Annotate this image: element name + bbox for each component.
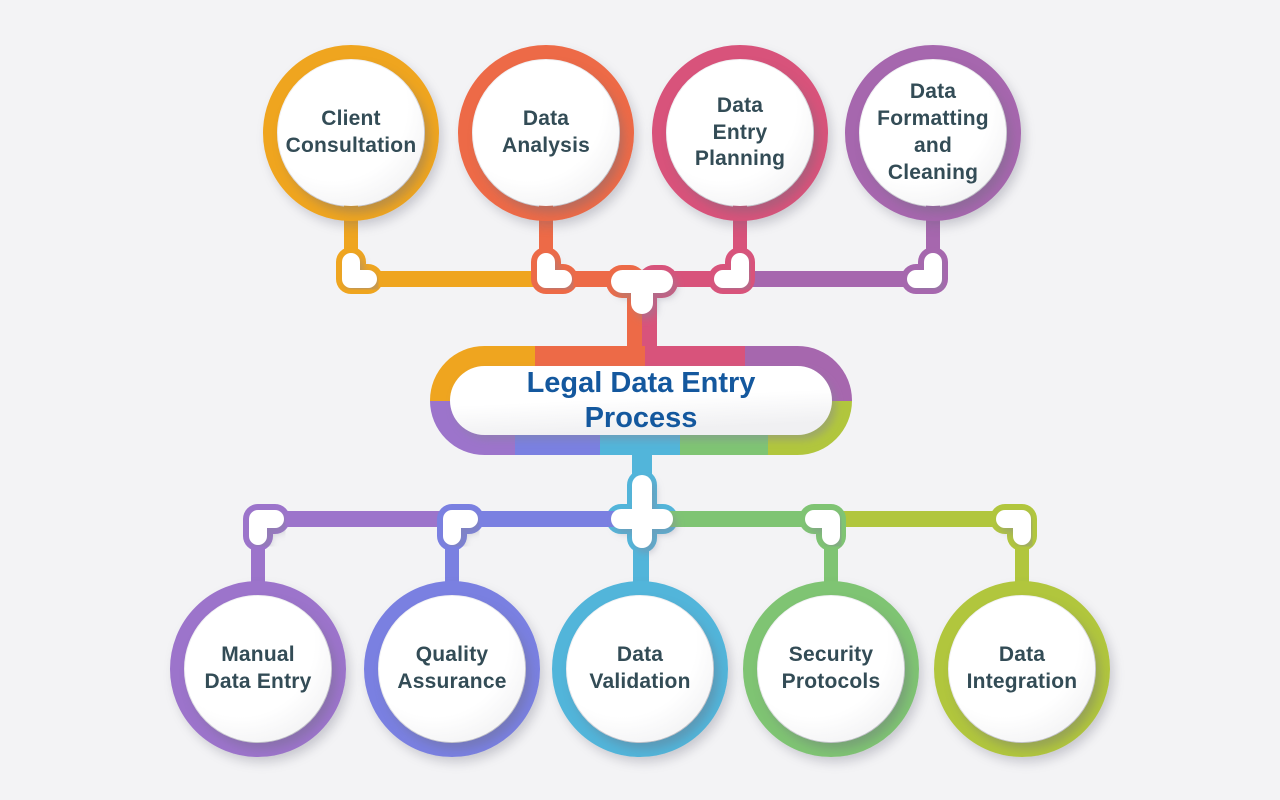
tee-junction-white	[611, 270, 673, 314]
central-title: Legal Data Entry Process	[526, 367, 756, 434]
node-label: Data Analysis	[502, 107, 590, 157]
node-security-protocols: Security Protocols	[743, 581, 919, 757]
node-disc	[278, 60, 424, 206]
node-label: Manual Data Entry	[204, 643, 312, 693]
node-data-formatting-and-cleaning: Data Formatting and Cleaning	[845, 45, 1021, 221]
plus-junction-white	[611, 475, 673, 548]
node-label: Quality Assurance	[397, 643, 507, 693]
node-label: Data Validation	[589, 643, 691, 693]
node-disc	[379, 596, 525, 742]
bean-data-entry-planning	[714, 253, 749, 288]
bean-data-integration	[996, 510, 1031, 545]
bean-data-analysis	[537, 253, 572, 288]
node-disc	[667, 60, 813, 206]
node-disc	[473, 60, 619, 206]
bottom-line-segment-1	[258, 511, 452, 527]
node-manual-data-entry: Manual Data Entry	[170, 581, 346, 757]
node-label: Security Protocols	[781, 643, 881, 693]
bottom-line-segment-3	[642, 511, 831, 527]
node-disc	[758, 596, 904, 742]
node-data-entry-planning: Data Entry Planning	[652, 45, 828, 221]
node-quality-assurance: Quality Assurance	[364, 581, 540, 757]
node-disc	[185, 596, 331, 742]
top-line-segment-4	[740, 271, 933, 287]
node-client-consultation: Client Consultation	[263, 45, 439, 221]
node-data-analysis: Data Analysis	[458, 45, 634, 221]
top-line-segment-1	[351, 271, 548, 287]
node-disc	[949, 596, 1095, 742]
node-label: Data Entry Planning	[694, 93, 786, 171]
bean-manual-data-entry	[249, 510, 284, 545]
bean-data-formatting	[907, 253, 942, 288]
node-label: Data Integration	[966, 643, 1078, 693]
bean-quality-assurance	[443, 510, 478, 545]
node-disc	[860, 60, 1006, 206]
bottom-line-segment-4	[831, 511, 1022, 527]
node-label: Data Formatting and Cleaning	[877, 80, 989, 184]
node-data-integration: Data Integration	[934, 581, 1110, 757]
bottom-line-segment-2	[452, 511, 642, 527]
node-data-validation: Data Validation	[552, 581, 728, 757]
node-label: Client Consultation	[285, 107, 417, 157]
bean-client-consultation	[342, 253, 377, 288]
capsule-inner-pill	[450, 366, 832, 435]
bean-security-protocols	[805, 510, 840, 545]
node-disc	[567, 596, 713, 742]
